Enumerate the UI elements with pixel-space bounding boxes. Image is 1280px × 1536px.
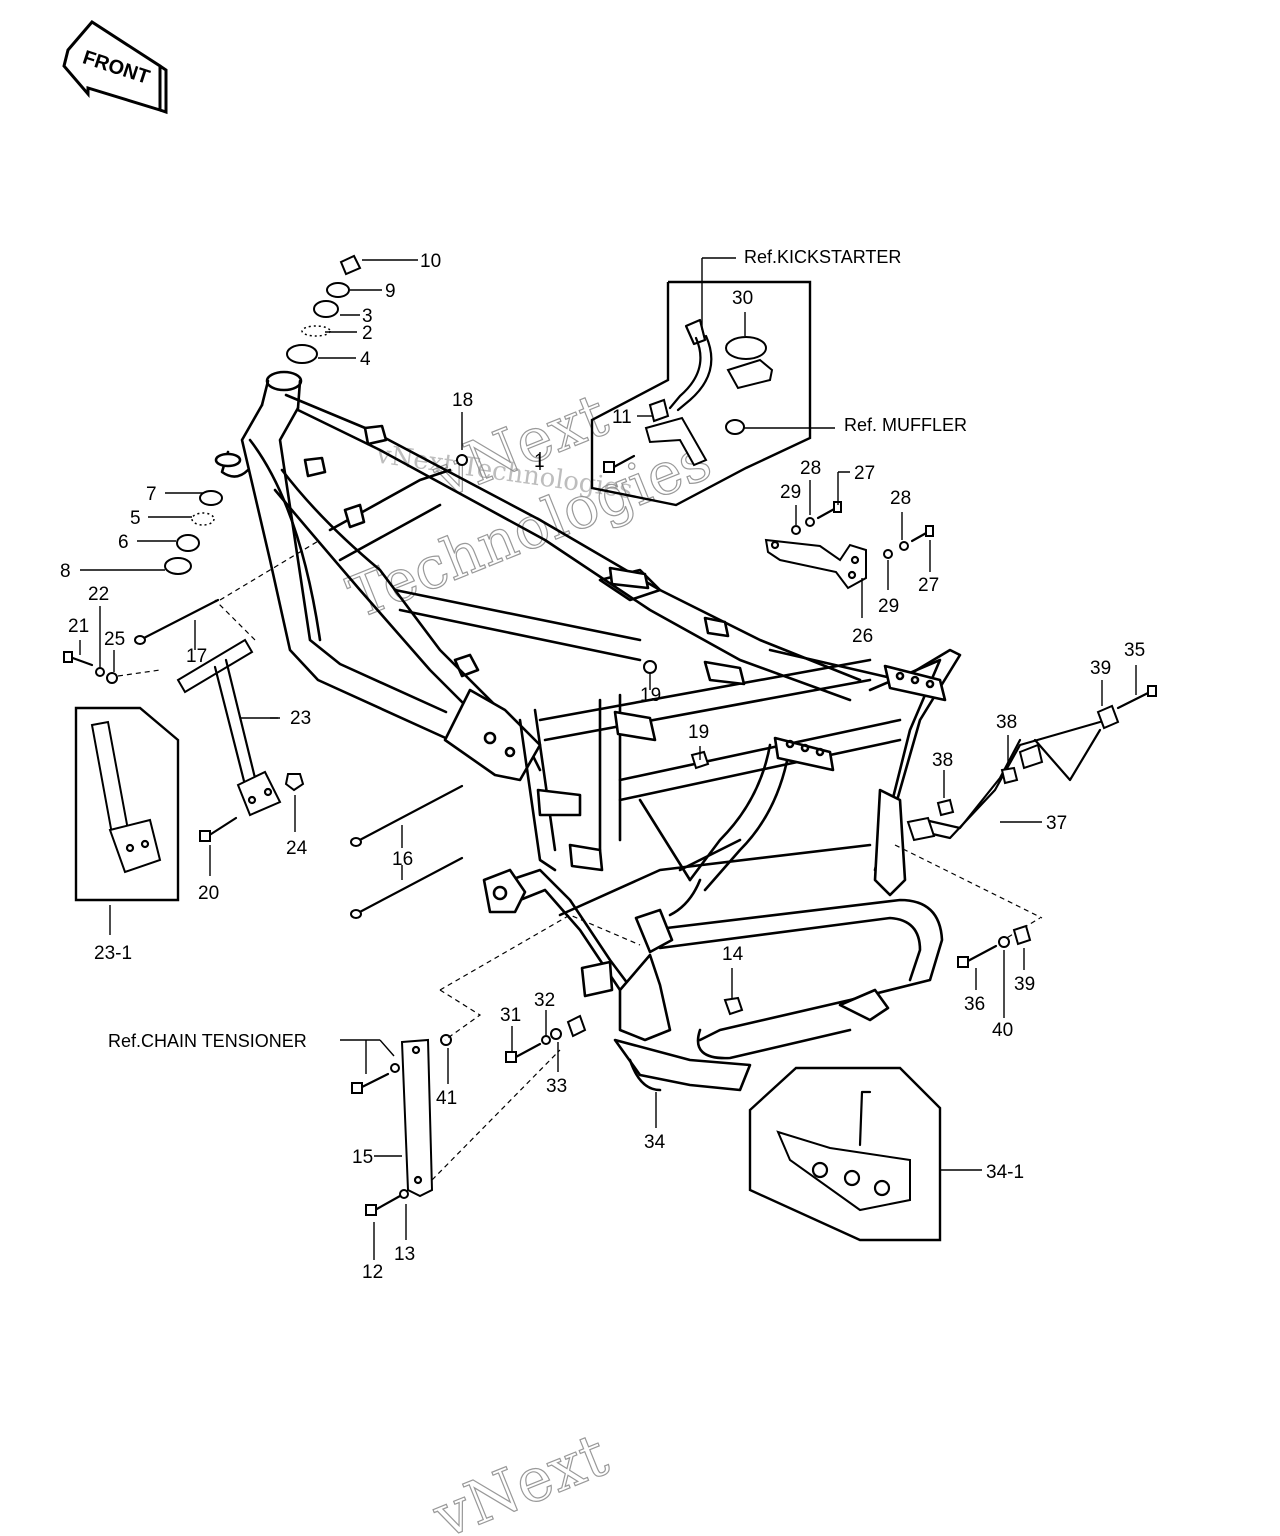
callout-30: 30 [732, 288, 753, 309]
steering-bearing-stack [164, 254, 362, 575]
callout-33: 33 [546, 1076, 567, 1097]
callout-23: 23 [290, 708, 311, 729]
callout-28b: 28 [890, 488, 911, 509]
callout-16: 16 [392, 849, 413, 870]
callout-38b: 38 [932, 750, 953, 771]
callout-37: 37 [1046, 813, 1067, 834]
inset-34-1 [748, 1066, 942, 1242]
callout-20: 20 [198, 883, 219, 904]
callout-3: 3 [362, 306, 373, 327]
watermark: vNext Technologies vNext Technologies vN… [338, 379, 721, 1536]
callout-25: 25 [104, 629, 125, 650]
callout-23-1: 23-1 [94, 943, 132, 964]
callout-8: 8 [60, 561, 71, 582]
callout-27b: 27 [918, 575, 939, 596]
ref-kickstarter: Ref.KICKSTARTER [744, 247, 901, 267]
callout-34: 34 [644, 1132, 666, 1153]
callout-17: 17 [186, 646, 207, 667]
callout-19a: 19 [640, 685, 661, 706]
callout-38a: 38 [996, 712, 1017, 733]
leader-lines [79, 257, 1137, 1260]
callout-26: 26 [852, 626, 873, 647]
kickstarter-inset [590, 280, 812, 507]
callout-9: 9 [385, 281, 396, 302]
callout-35: 35 [1124, 640, 1145, 661]
callout-41: 41 [436, 1088, 457, 1109]
callout-11: 11 [612, 407, 632, 428]
loose-parts [63, 454, 1157, 1216]
callout-12: 12 [362, 1262, 383, 1283]
callout-27a: 27 [854, 463, 875, 484]
ref-chain-tensioner: Ref.CHAIN TENSIONER [108, 1031, 307, 1051]
callout-14: 14 [722, 944, 744, 965]
callout-18: 18 [452, 390, 473, 411]
callout-39b: 39 [1014, 974, 1035, 995]
callout-6: 6 [118, 532, 129, 553]
front-arrow-icon: FRONT [62, 20, 168, 115]
callout-19b: 19 [688, 722, 709, 743]
ref-muffler: Ref. MUFFLER [844, 415, 967, 435]
callout-labels: 10 9 3 2 4 7 5 6 8 18 1 11 30 Ref.KICKST… [60, 247, 1145, 1283]
callout-5: 5 [130, 508, 141, 529]
callout-10: 10 [420, 251, 441, 272]
callout-40: 40 [992, 1020, 1013, 1041]
inset-23-1 [74, 706, 180, 902]
watermark-bottom: vNext [423, 1420, 617, 1536]
callout-31: 31 [500, 1005, 521, 1026]
callout-21: 21 [68, 616, 89, 637]
callout-34-1: 34-1 [986, 1162, 1024, 1183]
callout-29a: 29 [780, 482, 801, 503]
main-frame [214, 370, 962, 1092]
callout-22: 22 [88, 584, 109, 605]
callout-7: 7 [146, 484, 157, 505]
callout-39a: 39 [1090, 658, 1111, 679]
callout-24: 24 [286, 838, 308, 859]
callout-28a: 28 [800, 458, 821, 479]
callout-29b: 29 [878, 596, 899, 617]
callout-4: 4 [360, 349, 371, 370]
callout-32: 32 [534, 990, 555, 1011]
callout-36: 36 [964, 994, 985, 1015]
callout-13: 13 [394, 1244, 415, 1265]
callout-15: 15 [352, 1147, 373, 1168]
callout-1: 1 [534, 451, 545, 472]
callout-2: 2 [362, 323, 373, 344]
